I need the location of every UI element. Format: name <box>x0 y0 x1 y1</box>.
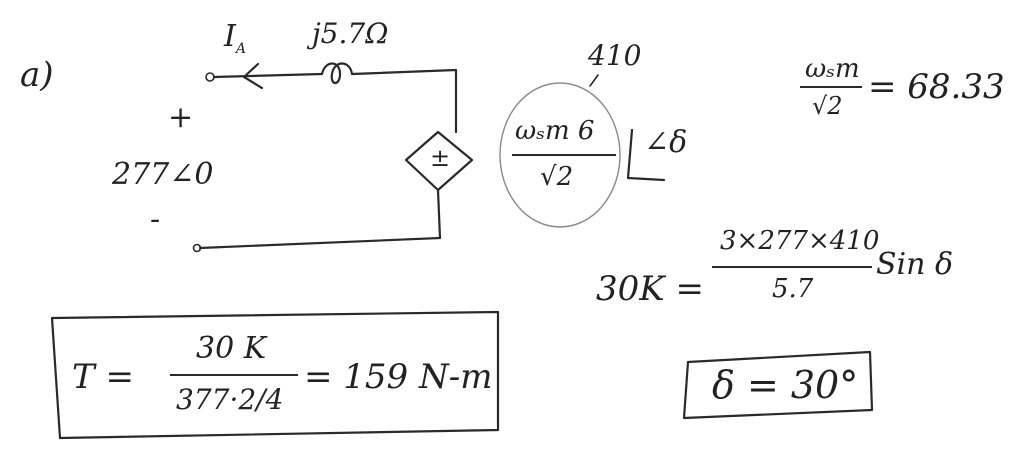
emf-result-value: = 68.33 <box>868 67 1005 107</box>
emf-result-denominator: √2 <box>812 92 843 120</box>
power-denominator: 5.7 <box>772 274 814 304</box>
source-polarity: ± <box>430 144 451 172</box>
bottom-terminal <box>192 243 202 253</box>
part-label: a) <box>20 55 54 95</box>
torque-lhs: T = <box>72 357 134 397</box>
power-numerator: 3×277×410 <box>720 226 880 256</box>
power-lhs: 30K = <box>596 269 704 309</box>
torque-numerator: 30 K <box>196 331 267 366</box>
torque-fraction-bar <box>170 374 298 376</box>
bottom-wire <box>198 188 442 250</box>
power-fraction-bar <box>712 266 872 268</box>
annotation-tick <box>589 74 599 87</box>
emf-numerator: ωₛm 6 <box>515 116 595 146</box>
current-label-main: I <box>224 19 236 54</box>
current-label: IA <box>224 19 246 57</box>
power-trailing: Sin δ <box>876 247 954 282</box>
emf-denominator: √2 <box>540 162 574 192</box>
top-wire-right <box>350 68 458 134</box>
emf-fraction-bar <box>512 154 616 156</box>
delta-result-box <box>682 350 874 420</box>
inductor-coil <box>320 62 354 85</box>
emf-result-fraction-bar <box>800 86 862 88</box>
current-arrow <box>242 62 264 90</box>
emf-result-numerator: ωₛm <box>805 54 860 84</box>
emf-angle: ∠δ <box>644 125 688 160</box>
top-wire-left <box>212 72 324 79</box>
torque-denominator: 377·2/4 <box>176 383 284 416</box>
top-terminal <box>205 72 215 82</box>
highlight-circle <box>499 82 621 228</box>
torque-result-box <box>50 310 500 440</box>
source-voltage: 277∠0 <box>112 157 214 192</box>
reactance-label: j5.7Ω <box>312 17 389 50</box>
annotation-410: 410 <box>588 39 642 72</box>
minus-sign: - <box>150 202 161 237</box>
torque-result: = 159 N-m <box>304 357 493 397</box>
plus-sign: + <box>168 100 194 135</box>
angle-bracket <box>626 128 666 182</box>
delta-result: δ = 30° <box>712 363 859 407</box>
current-label-subscript: A <box>235 41 246 57</box>
